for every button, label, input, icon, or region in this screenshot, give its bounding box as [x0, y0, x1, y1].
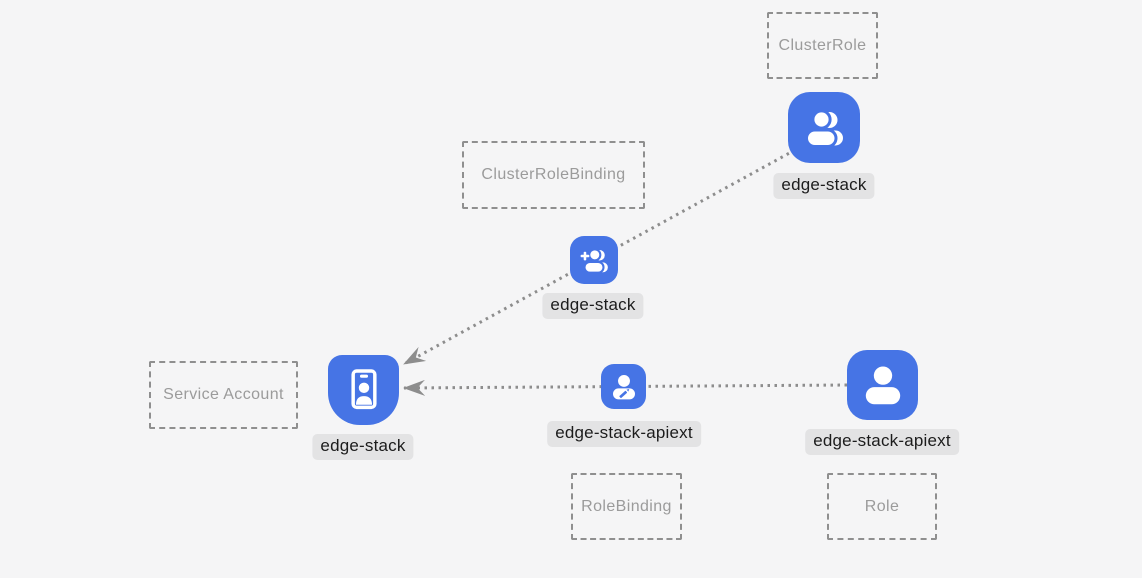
node-serviceaccount-edge-stack[interactable]	[328, 355, 399, 425]
id-badge-icon	[350, 369, 377, 410]
node-label: edge-stack	[312, 434, 414, 460]
user-edit-icon	[612, 374, 635, 399]
type-box-service-account: Service Account	[149, 361, 298, 429]
type-box-clusterrolebinding: ClusterRoleBinding	[462, 141, 645, 209]
node-role-edge-stack-apiext[interactable]	[847, 350, 918, 420]
type-box-label: ClusterRole	[778, 36, 867, 54]
node-label: edge-stack	[773, 173, 875, 199]
user-plus-icon	[580, 248, 608, 274]
node-label: edge-stack	[542, 293, 644, 319]
edge-clusterrole-to-serviceaccount	[403, 148, 796, 366]
node-clusterrolebinding-edge-stack[interactable]	[570, 236, 618, 284]
node-rolebinding-edge-stack-apiext[interactable]	[601, 364, 646, 409]
users-icon	[805, 108, 843, 148]
type-box-clusterrole: ClusterRole	[767, 12, 878, 79]
type-box-label: Role	[864, 497, 900, 515]
user-icon	[865, 366, 900, 405]
type-box-rolebinding: RoleBinding	[571, 473, 682, 540]
node-clusterrole-edge-stack[interactable]	[788, 92, 860, 163]
type-box-label: ClusterRoleBinding	[481, 166, 626, 183]
type-box-label: Service Account	[163, 386, 284, 403]
node-label: edge-stack-apiext	[805, 429, 959, 455]
type-box-role: Role	[827, 473, 937, 540]
type-box-label: RoleBinding	[581, 497, 672, 515]
node-label: edge-stack-apiext	[547, 421, 701, 447]
